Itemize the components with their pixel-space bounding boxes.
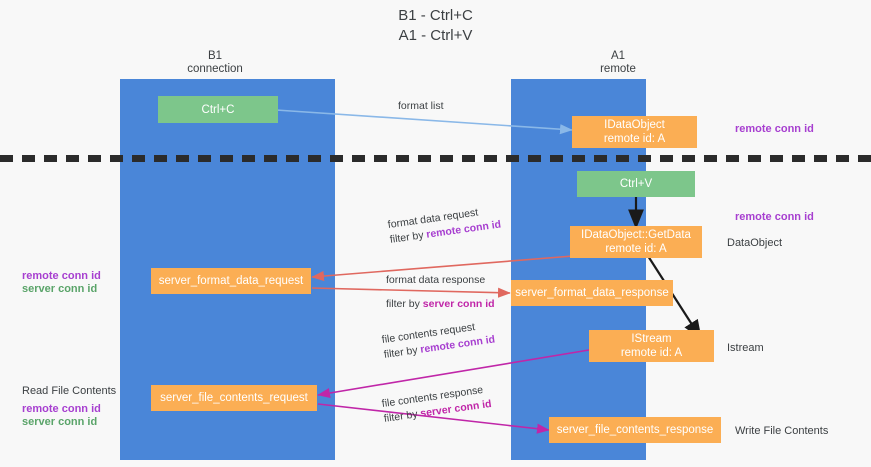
column-header-b1: B1 connection xyxy=(145,50,285,76)
edge-label-fdresp-highlight: server conn id xyxy=(422,298,495,310)
edge-label-format-list-text: format list xyxy=(398,100,444,112)
annotation-left-remote-conn-id-2: remote conn id xyxy=(22,403,101,415)
annotation-left-remote-conn-id: remote conn id xyxy=(22,270,101,282)
edge-label-format-data-request: format data request filter by remote con… xyxy=(387,203,502,248)
edge-label-fdresp-prefix: filter by xyxy=(386,298,423,310)
node-server-file-contents-request[interactable]: server_file_contents_request xyxy=(151,385,317,411)
node-ctrl-v-label: Ctrl+V xyxy=(619,178,653,190)
node-server-format-data-response[interactable]: server_format_data_response xyxy=(511,280,673,306)
section-divider xyxy=(0,155,871,162)
node-getdata-label: IDataObject::GetData xyxy=(581,229,691,241)
node-istream-label: IStream xyxy=(631,333,672,345)
title-line-1: B1 - Ctrl+C xyxy=(398,7,473,24)
node-getdata[interactable]: IDataObject::GetData remote id: A xyxy=(570,226,702,258)
edge-label-format-list: format list xyxy=(398,99,444,114)
node-server-format-data-request[interactable]: server_format_data_request xyxy=(151,268,311,294)
annotation-left-server-conn-id: server conn id xyxy=(22,283,98,295)
edge-label-file-contents-response: file contents response filter by server … xyxy=(381,382,493,427)
node-server-file-contents-request-label: server_file_contents_request xyxy=(160,392,308,404)
annotation-read-file-contents: Read File Contents xyxy=(22,385,117,397)
node-istream-sub: remote id: A xyxy=(620,347,683,359)
node-server-format-data-request-label: server_format_data_request xyxy=(158,275,304,287)
edge-label-fdreq-prefix: filter by xyxy=(389,228,428,246)
annotation-remote-conn-id-mid: remote conn id xyxy=(735,211,814,223)
node-ctrl-c[interactable]: Ctrl+C xyxy=(158,96,278,123)
column-header-b1-name: B1 xyxy=(207,50,223,62)
node-idataobject-sub: remote id: A xyxy=(603,133,666,145)
diagram-title: B1 - Ctrl+C A1 - Ctrl+V xyxy=(0,6,871,46)
edge-label-format-data-response: format data response filter by server co… xyxy=(386,273,495,312)
annotation-remote-conn-id-top: remote conn id xyxy=(735,123,814,135)
annotation-dataobject: DataObject xyxy=(727,237,783,249)
edge-label-fcreq-prefix: filter by xyxy=(383,343,422,361)
node-server-file-contents-response[interactable]: server_file_contents_response xyxy=(549,417,721,443)
annotation-istream: Istream xyxy=(727,342,764,354)
node-server-format-data-response-label: server_format_data_response xyxy=(515,287,669,299)
title-line-2: A1 - Ctrl+V xyxy=(398,27,473,44)
node-idataobject-label: IDataObject xyxy=(604,119,665,131)
column-header-b1-role: connection xyxy=(187,63,243,75)
node-ctrl-c-label: Ctrl+C xyxy=(201,103,235,116)
column-header-a1-name: A1 xyxy=(610,50,626,62)
node-idataobject[interactable]: IDataObject remote id: A xyxy=(572,116,697,148)
node-getdata-sub: remote id: A xyxy=(605,243,667,255)
edge-label-format-data-response-line1: format data response xyxy=(386,274,486,286)
column-header-a1: A1 remote xyxy=(548,50,688,76)
annotation-left-server-conn-id-2: server conn id xyxy=(22,416,98,428)
edge-label-fcresp-prefix: filter by xyxy=(383,407,422,425)
node-ctrl-v[interactable]: Ctrl+V xyxy=(577,171,695,197)
edge-label-format-data-response-line2: filter by server conn id xyxy=(386,297,495,312)
node-server-file-contents-response-label: server_file_contents_response xyxy=(556,424,714,436)
annotation-write-file-contents: Write File Contents xyxy=(735,425,829,437)
edge-label-file-contents-request: file contents request filter by remote c… xyxy=(381,318,496,363)
column-header-a1-role: remote xyxy=(600,63,636,75)
node-istream[interactable]: IStream remote id: A xyxy=(589,330,714,362)
